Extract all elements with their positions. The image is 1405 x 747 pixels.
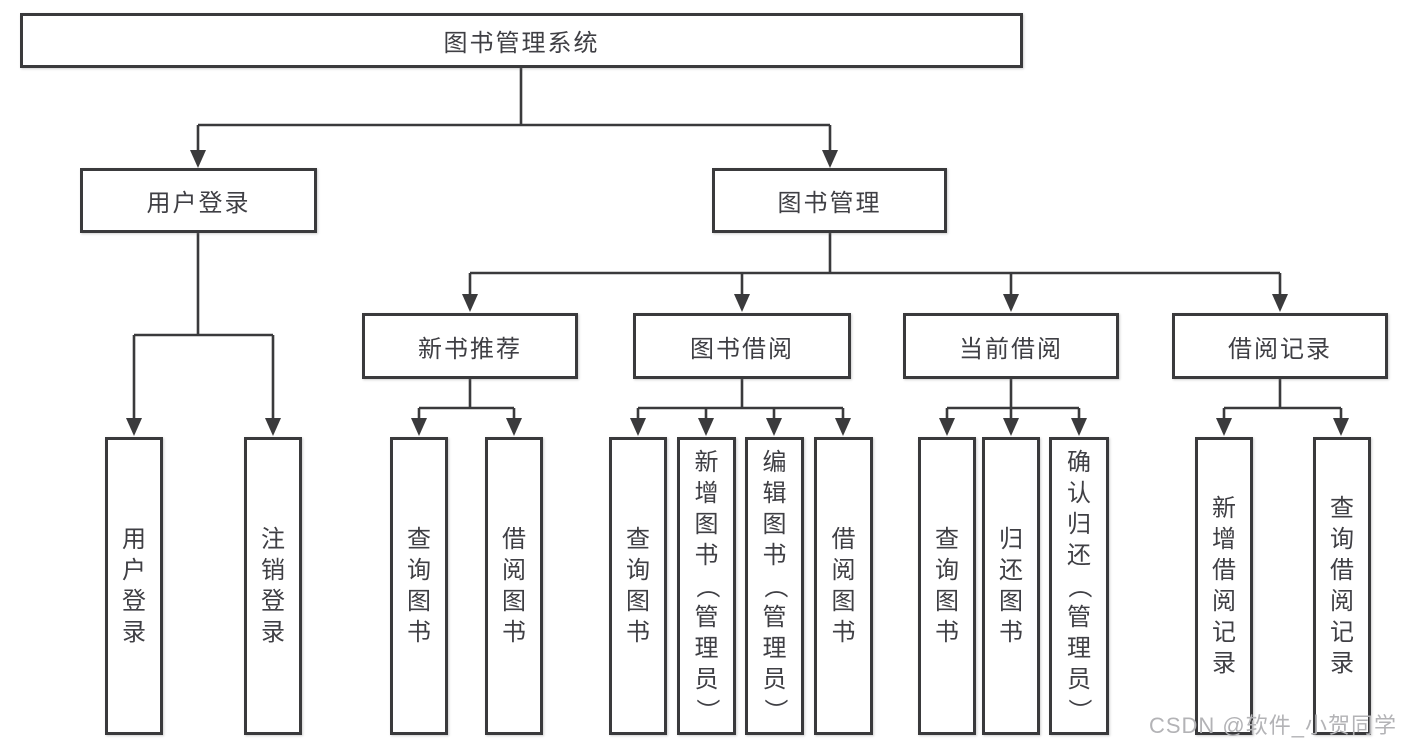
arrowhead bbox=[1272, 294, 1288, 312]
node-book-borrow: 图书借阅 bbox=[633, 313, 851, 379]
arrowhead bbox=[1003, 418, 1019, 436]
arrowhead bbox=[265, 418, 281, 436]
arrowhead bbox=[411, 418, 427, 436]
leaf-add-borrow-record: 新增借阅记录 bbox=[1195, 437, 1253, 735]
arrowhead bbox=[190, 150, 206, 168]
connector-user-login-to-children bbox=[132, 233, 275, 420]
node-book-management: 图书管理 bbox=[712, 168, 947, 233]
node-current-borrow: 当前借阅 bbox=[903, 313, 1119, 379]
arrowhead bbox=[766, 418, 782, 436]
leaf-user-login: 用户登录 bbox=[105, 437, 163, 735]
leaf-query-books-recommend: 查询图书 bbox=[390, 437, 448, 735]
arrowhead bbox=[1003, 294, 1019, 312]
arrowhead bbox=[822, 150, 838, 168]
arrowhead bbox=[1333, 418, 1349, 436]
connector-borrow-records-to-children bbox=[1222, 379, 1343, 420]
leaf-borrow-books: 借阅图书 bbox=[814, 437, 873, 735]
leaf-query-books-current: 查询图书 bbox=[918, 437, 976, 735]
arrowhead bbox=[1216, 418, 1232, 436]
watermark: CSDN @软件_小贺同学 bbox=[1148, 713, 1397, 738]
leaf-edit-books-admin: 编辑图书（管理员） bbox=[745, 437, 804, 735]
arrowhead bbox=[698, 418, 714, 436]
connector-current-borrow-to-children bbox=[945, 379, 1081, 420]
connector-root-to-level2 bbox=[196, 67, 832, 151]
node-new-book-recommend: 新书推荐 bbox=[362, 313, 578, 379]
arrowhead bbox=[734, 294, 750, 312]
leaf-logout: 注销登录 bbox=[244, 437, 302, 735]
connector-new-book-to-children bbox=[417, 379, 516, 420]
arrowhead bbox=[126, 418, 142, 436]
leaf-add-books-admin: 新增图书（管理员） bbox=[677, 437, 736, 735]
node-root: 图书管理系统 bbox=[20, 13, 1023, 68]
arrowhead bbox=[462, 294, 478, 312]
leaf-query-books-borrow: 查询图书 bbox=[609, 437, 667, 735]
arrowhead bbox=[630, 418, 646, 436]
arrowhead bbox=[1071, 418, 1087, 436]
arrowhead bbox=[939, 418, 955, 436]
arrowhead bbox=[835, 418, 851, 436]
leaf-return-books: 归还图书 bbox=[982, 437, 1040, 735]
connector-book-borrow-to-children bbox=[636, 379, 845, 420]
connector-book-mgmt-to-level3 bbox=[468, 233, 1282, 296]
arrowhead bbox=[506, 418, 522, 436]
node-borrow-records: 借阅记录 bbox=[1172, 313, 1388, 379]
leaf-query-borrow-record: 查询借阅记录 bbox=[1313, 437, 1371, 735]
leaf-confirm-return-admin: 确认归还（管理员） bbox=[1049, 437, 1109, 735]
leaf-borrow-books-recommend: 借阅图书 bbox=[485, 437, 543, 735]
node-user-login: 用户登录 bbox=[80, 168, 317, 233]
